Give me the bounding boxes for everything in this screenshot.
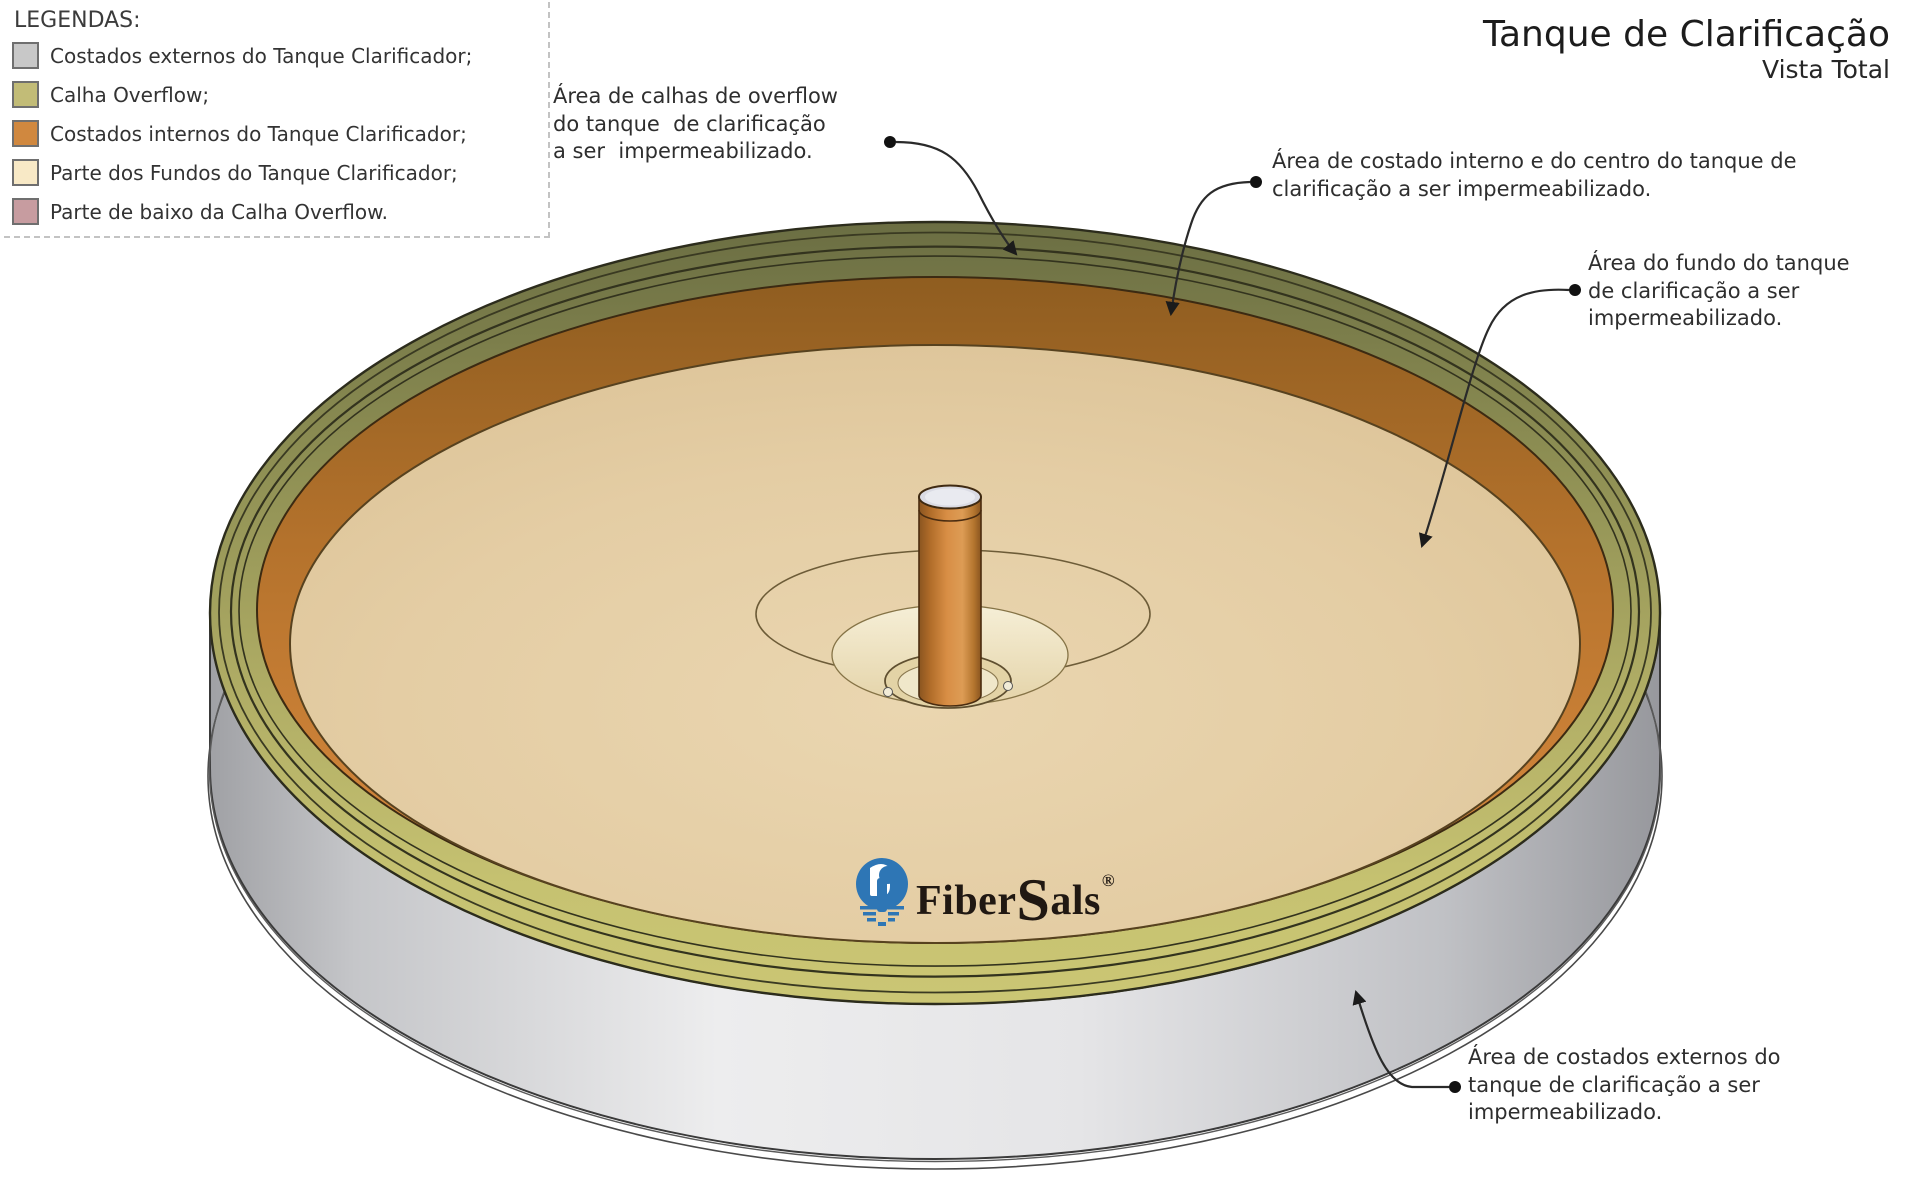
leader-dot-costado-interno xyxy=(1250,176,1262,188)
annotation-costados-externos: Área de costados externos do tanque de c… xyxy=(1468,1045,1781,1125)
legend-swatch-calha-overflow xyxy=(12,81,39,108)
legend-item-costados-externos: Costados externos do Tanque Clarificador… xyxy=(12,41,548,70)
fibersals-logo-icon xyxy=(856,858,908,926)
legend-item-calha-overflow: Calha Overflow; xyxy=(12,80,548,109)
legend-swatch-baixo-calha xyxy=(12,198,39,225)
legend-label: Parte dos Fundos do Tanque Clarificador; xyxy=(50,160,458,185)
bowl-bolt-left xyxy=(883,687,893,697)
legend-panel: LEGENDAS: Costados externos do Tanque Cl… xyxy=(4,2,550,238)
center-column-top-inner xyxy=(925,488,975,506)
fibersals-logo: FiberSals® xyxy=(850,856,1115,930)
legend-label: Parte de baixo da Calha Overflow. xyxy=(50,199,389,224)
annotation-fundo: Área do fundo do tanque de clarificação … xyxy=(1588,251,1850,331)
legend-swatch-costados-externos xyxy=(12,42,39,69)
rim-ridge-1 xyxy=(218,231,1652,994)
legend-label: Costados internos do Tanque Clarificador… xyxy=(50,121,467,146)
legend-label: Calha Overflow; xyxy=(50,82,210,107)
legend-item-baixo-calha: Parte de baixo da Calha Overflow. xyxy=(12,197,548,226)
registered-mark: ® xyxy=(1101,871,1115,890)
leader-costado-interno xyxy=(1165,180,1251,317)
rim-ridge-3 xyxy=(238,255,1632,967)
leader-dots xyxy=(884,136,1581,1093)
leader-lines xyxy=(895,140,1570,1089)
page-title: Tanque de Clarificação xyxy=(1482,14,1890,55)
legend-swatch-parte-fundos xyxy=(12,159,39,186)
leader-dot-calhas xyxy=(884,136,896,148)
leader-dot-fundo xyxy=(1569,284,1581,296)
leader-calhas-overflow xyxy=(895,140,1018,256)
annotation-costado-interno: Área de costado interno e do centro do t… xyxy=(1272,149,1797,201)
logo-text-fiber: Fiber xyxy=(916,878,1017,924)
center-column-body xyxy=(918,496,982,707)
legend-label: Costados externos do Tanque Clarificador… xyxy=(50,43,473,68)
logo-text-s: S xyxy=(1016,867,1051,933)
legend-header: LEGENDAS: xyxy=(14,8,141,33)
bowl-bolt-right xyxy=(1003,681,1013,691)
center-column-rim-line xyxy=(918,509,982,522)
leader-dot-externos xyxy=(1449,1081,1461,1093)
legend-item-parte-fundos: Parte dos Fundos do Tanque Clarificador; xyxy=(12,158,548,187)
leader-costados-externos xyxy=(1352,989,1449,1089)
logo-text-als: als xyxy=(1050,878,1101,924)
legend-item-costados-internos: Costados internos do Tanque Clarificador… xyxy=(12,119,548,148)
annotation-calhas-overflow: Área de calhas de overflow do tanque de … xyxy=(553,84,838,164)
leader-fundo xyxy=(1418,288,1570,549)
page-subtitle: Vista Total xyxy=(1762,55,1890,85)
legend-swatch-costados-internos xyxy=(12,120,39,147)
fibersals-logo-text: FiberSals® xyxy=(916,870,1115,930)
rim-ridge-2 xyxy=(229,245,1641,978)
title-block: Tanque de Clarificação Vista Total xyxy=(1483,14,1890,85)
